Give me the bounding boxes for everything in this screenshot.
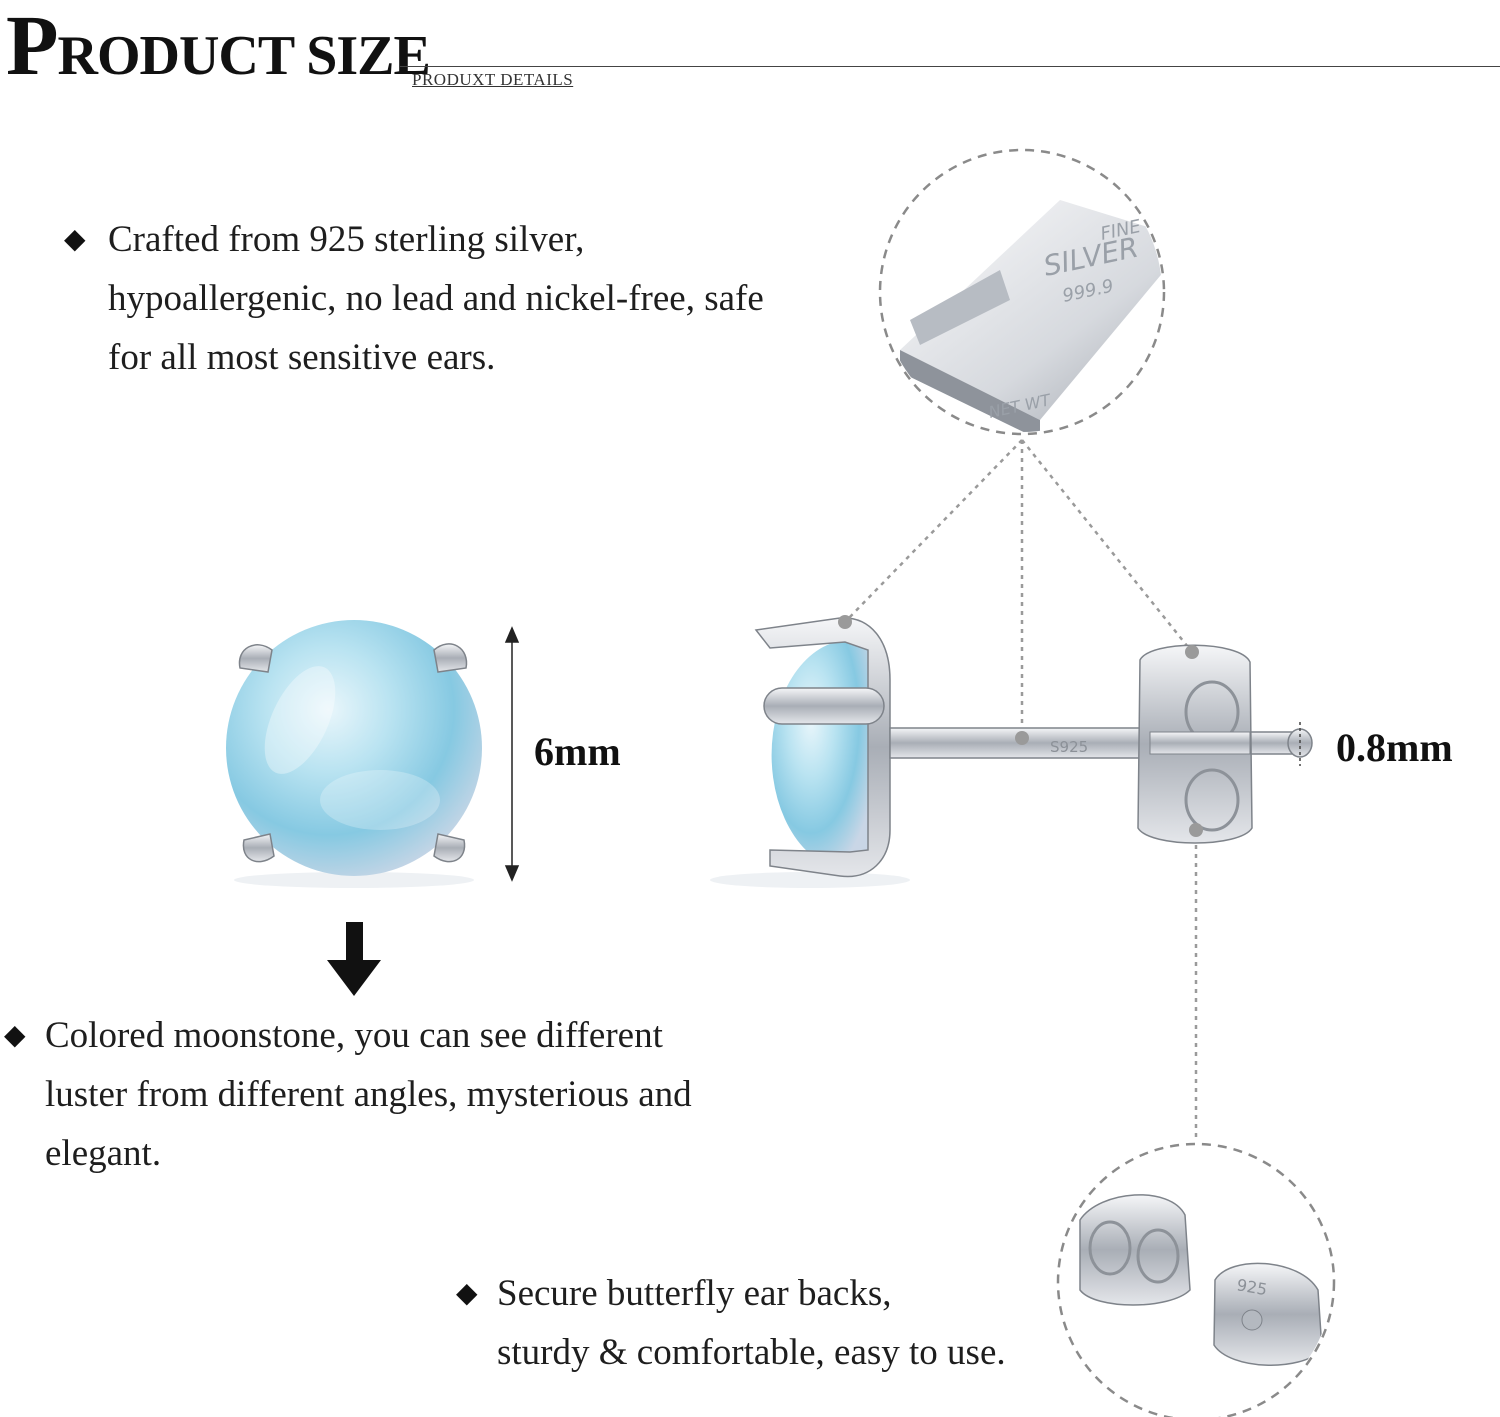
title-rest: RODUCT SIZE <box>57 25 431 87</box>
diamond-bullet-icon: ◆ <box>4 1018 26 1051</box>
feature-line: Colored moonstone, you can see different <box>45 1015 663 1056</box>
post-thickness-label: 0.8mm <box>1336 725 1453 770</box>
post-stamp: S925 <box>1050 738 1088 756</box>
page-title: PRODUCT SIZE <box>6 2 431 88</box>
title-initial: P <box>6 0 59 93</box>
feature-moonstone: ◆ Colored moonstone, you can see differe… <box>4 1006 804 1183</box>
page-subtitle: PRODUXT DETAILS <box>412 70 574 89</box>
ear-backs-detail: 925 <box>1056 1142 1336 1417</box>
feature-line: for all most sensitive ears. <box>108 337 496 378</box>
feature-line: Secure butterfly ear backs, <box>497 1273 892 1314</box>
feature-line: luster from different angles, mysterious… <box>45 1074 692 1115</box>
down-arrow-icon <box>327 922 381 996</box>
dimension-arrow-icon <box>504 626 520 882</box>
feature-ear-backs: ◆ Secure butterfly ear backs, sturdy & c… <box>456 1264 1076 1382</box>
earring-side-view: S925 <box>710 615 1313 888</box>
feature-line: Crafted from 925 sterling silver, <box>108 219 585 260</box>
moonstone-front-view <box>226 620 482 888</box>
diamond-bullet-icon: ◆ <box>64 222 86 255</box>
feature-line: elegant. <box>45 1133 162 1174</box>
feature-silver: ◆ Crafted from 925 sterling silver, hypo… <box>64 210 864 387</box>
header-divider <box>400 66 1500 67</box>
feature-line: sturdy & comfortable, easy to use. <box>497 1332 1006 1373</box>
stone-diameter-label: 6mm <box>534 729 621 774</box>
feature-line: hypoallergenic, no lead and nickel-free,… <box>108 278 764 319</box>
diamond-bullet-icon: ◆ <box>456 1276 478 1309</box>
silver-bar-detail: FINE SILVER 999.9 NET WT <box>878 148 1166 436</box>
leader-lines-top <box>844 439 1198 1140</box>
